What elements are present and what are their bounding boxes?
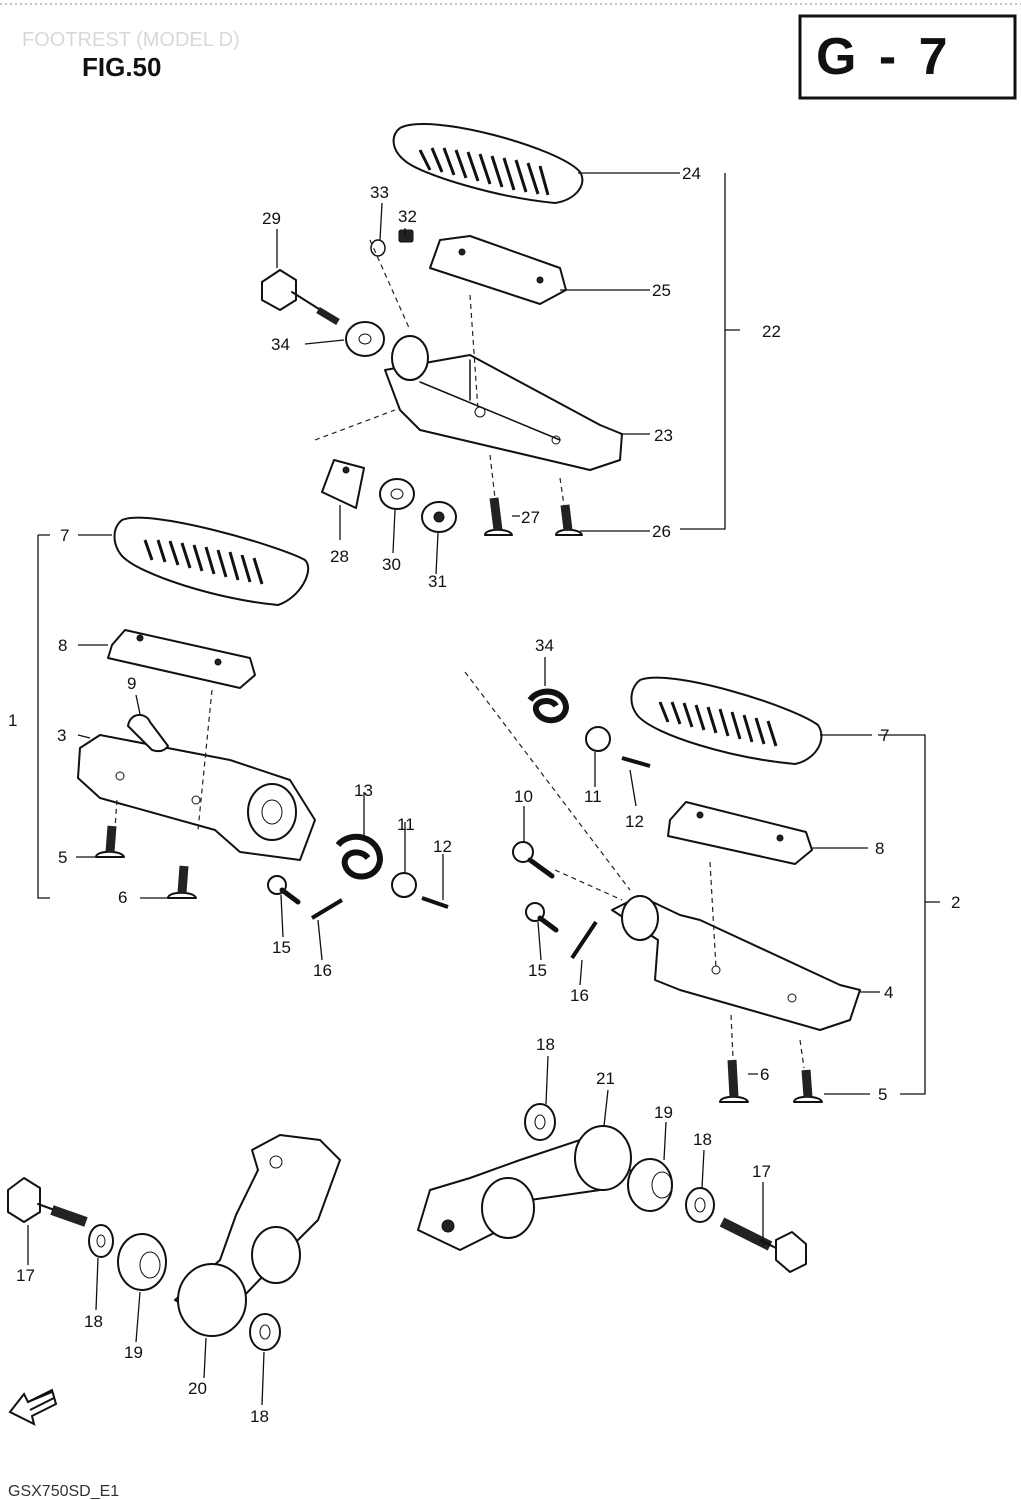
footrest-rubber-7-left	[113, 516, 310, 606]
spring-13	[335, 833, 384, 880]
washer-18-right	[685, 1187, 715, 1223]
footrest-rubber-24	[392, 123, 584, 204]
callout-2: 2	[951, 893, 960, 912]
callout-8-left: 8	[58, 636, 67, 655]
washer-11-left	[391, 872, 417, 898]
pin-10	[512, 841, 555, 879]
washer-34	[345, 321, 385, 357]
callout-9: 9	[127, 674, 136, 693]
callout-33: 33	[370, 183, 389, 202]
bracket-21	[417, 1125, 632, 1251]
callout-4: 4	[884, 983, 893, 1002]
callout-28: 28	[330, 547, 349, 566]
pin-9	[127, 714, 169, 753]
callout-13: 13	[354, 781, 373, 800]
callout-24: 24	[682, 164, 701, 183]
pin-15-left	[267, 875, 301, 905]
callout-15-left: 15	[272, 938, 291, 957]
cotter-pin-12-right	[621, 756, 651, 768]
footrest-rubber-7-right	[630, 676, 823, 765]
callout-8-right: 8	[875, 839, 884, 858]
callout-10: 10	[514, 787, 533, 806]
callout-25: 25	[652, 281, 671, 300]
callout-23: 23	[654, 426, 673, 445]
callout-7-right: 7	[880, 726, 889, 745]
callout-11-left: 11	[397, 815, 415, 834]
screw-6-left	[167, 865, 197, 899]
screw-26	[555, 504, 583, 536]
callout-19-left: 19	[124, 1343, 143, 1362]
callout-30: 30	[382, 555, 401, 574]
callout-11-right: 11	[584, 787, 602, 806]
cotter-pin-12-left	[421, 896, 449, 909]
callout-1: 1	[8, 711, 17, 730]
callout-labels: 24 25 22 23 26 27 29 33 32 34 28 30 31 7…	[8, 164, 960, 1426]
bolt-17-right	[719, 1217, 807, 1273]
callout-29: 29	[262, 209, 281, 228]
callout-18-left: 18	[84, 1312, 103, 1331]
callout-32: 32	[398, 207, 417, 226]
callout-18-bottom: 18	[250, 1407, 269, 1426]
bracket-20	[174, 1134, 341, 1337]
footrest-bracket-4	[611, 895, 861, 1031]
washer-18-top	[524, 1103, 556, 1141]
model-code: GSX750SD_E1	[8, 1483, 119, 1500]
callout-19-right: 19	[654, 1103, 673, 1122]
bushing-19-left	[117, 1233, 167, 1291]
screw-5-right	[793, 1069, 823, 1103]
callout-3: 3	[57, 726, 66, 745]
callout-16-right: 16	[570, 986, 589, 1005]
bushing-19-right	[627, 1158, 673, 1212]
figure-label: FIG.50	[82, 52, 161, 82]
callout-6-left: 6	[118, 888, 127, 907]
leader-lines	[27, 172, 940, 1406]
callout-5-right: 5	[878, 1085, 887, 1104]
callout-6-right: 6	[760, 1065, 769, 1084]
callout-34-top: 34	[271, 335, 290, 354]
bolt-29	[261, 269, 340, 326]
footrest-bracket-23	[384, 335, 623, 471]
callout-18-right: 18	[693, 1130, 712, 1149]
callout-17-right: 17	[752, 1162, 771, 1181]
callout-7-left: 7	[60, 526, 69, 545]
pin-15-right	[525, 902, 559, 933]
callout-34-right: 34	[535, 636, 554, 655]
washer-11-right	[585, 726, 611, 752]
footrest-plate-8-left	[107, 629, 256, 689]
screw-27	[484, 497, 513, 536]
callout-27: 27	[521, 508, 540, 527]
nut-32	[398, 229, 414, 243]
callout-5-left: 5	[58, 848, 67, 867]
spring-34-right	[527, 688, 570, 724]
footrest-plate-8-right	[667, 801, 813, 865]
callout-31: 31	[428, 572, 447, 591]
footrest-bracket-3	[77, 734, 316, 861]
washer-18-bottom	[249, 1313, 281, 1351]
washer-18-left	[88, 1224, 114, 1258]
callout-21: 21	[596, 1069, 615, 1088]
screw-5-left	[95, 825, 125, 858]
stopper-28	[321, 459, 365, 509]
callout-20: 20	[188, 1379, 207, 1398]
cotter-pin-16-right	[570, 920, 598, 960]
screw-6-right	[719, 1059, 749, 1103]
washer-30	[379, 478, 415, 510]
callout-12-left: 12	[433, 837, 452, 856]
callout-12-right: 12	[625, 812, 644, 831]
cotter-pin-16-left	[310, 898, 344, 920]
front-arrow-icon	[8, 1388, 58, 1426]
section-code: G - 7	[816, 28, 952, 86]
footrest-plate-25	[429, 235, 567, 305]
callout-16-left: 16	[313, 961, 332, 980]
callout-15-right: 15	[528, 961, 547, 980]
section-box: G - 7	[798, 14, 1017, 100]
faint-title: FOOTREST (MODEL D)	[22, 29, 240, 51]
callout-26: 26	[652, 522, 671, 541]
callout-17-left: 17	[16, 1266, 35, 1285]
cap-33	[370, 239, 386, 257]
callout-18-top: 18	[536, 1035, 555, 1054]
callout-22: 22	[762, 322, 781, 341]
bolt-17-left	[7, 1177, 88, 1227]
